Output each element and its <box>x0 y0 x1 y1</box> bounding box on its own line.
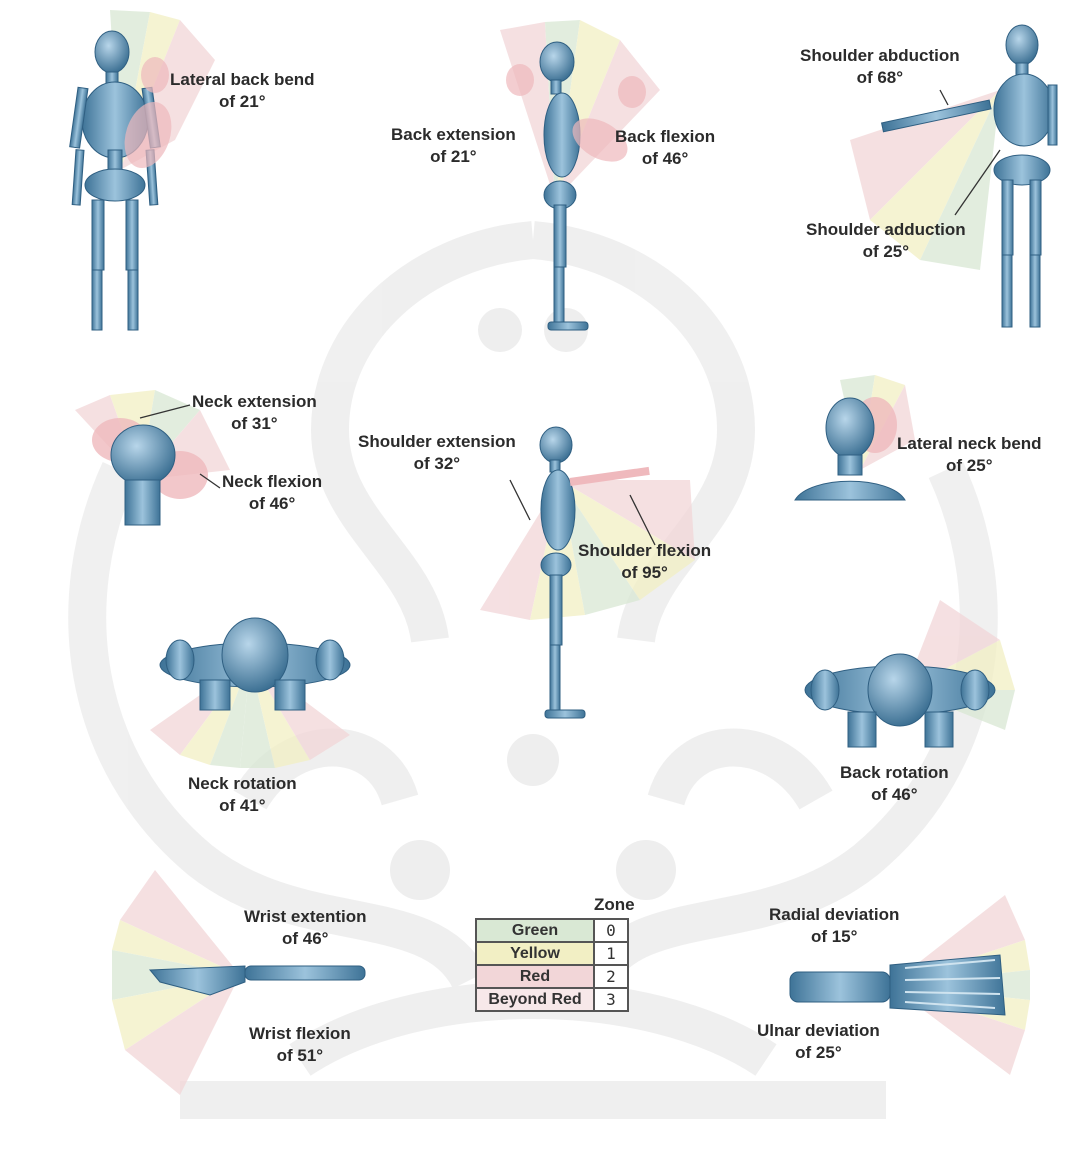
zone-value-cell: 3 <box>594 988 628 1011</box>
zone-value-cell: 2 <box>594 965 628 988</box>
zone-value-cell: 0 <box>594 919 628 942</box>
zone-table-title: Zone <box>594 895 635 915</box>
zone-value-cell: 1 <box>594 942 628 965</box>
zone-name-cell: Yellow <box>476 942 594 965</box>
zone-name-cell: Red <box>476 965 594 988</box>
fan-back-sagittal <box>500 20 660 200</box>
zone-name-cell: Green <box>476 919 594 942</box>
zone-name-cell: Beyond Red <box>476 988 594 1011</box>
arm-radial-ulnar-deviation <box>790 955 1005 1015</box>
